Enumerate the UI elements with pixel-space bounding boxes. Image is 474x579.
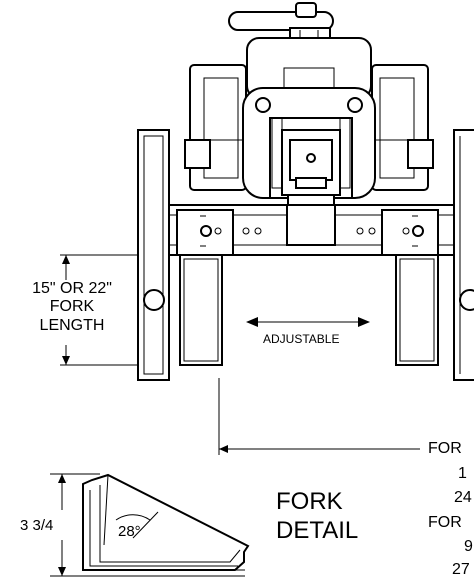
truncated-note-5: 9 [464, 538, 473, 555]
fork-detail-label: FORK DETAIL [276, 488, 358, 546]
fork-detail-line-1: FORK [276, 488, 343, 515]
fork-length-line-1: 15" OR 22" [32, 280, 112, 297]
left-fork [176, 209, 234, 366]
left-side-hole [143, 289, 165, 311]
truncated-note-3: 24 [454, 489, 472, 506]
top-knob [228, 2, 334, 43]
center-block [242, 87, 376, 246]
fork-detail-line-2: DETAIL [276, 516, 359, 544]
fork-length-line-2: FORK [49, 298, 95, 316]
angle-label: 28° [118, 523, 141, 540]
fork-detail-profile [50, 473, 250, 577]
width-dimension [218, 378, 420, 455]
truncated-note-4: FOR [428, 514, 462, 531]
adjustable-label: ADJUSTABLE [263, 332, 340, 346]
right-fork [381, 209, 439, 366]
truncated-note-2: 1 [458, 465, 467, 482]
truncated-note-6: 27 [452, 561, 470, 578]
fork-length-dimension [60, 254, 138, 366]
right-side-hole [459, 289, 474, 311]
height-dimension-label: 3 3/4 [20, 517, 54, 534]
adjustable-arrow [246, 317, 370, 327]
truncated-note-1: FOR [428, 440, 462, 457]
fork-length-label: 15" OR 22" FORK LENGTH [12, 280, 132, 335]
fork-length-line-3: LENGTH [39, 316, 105, 334]
